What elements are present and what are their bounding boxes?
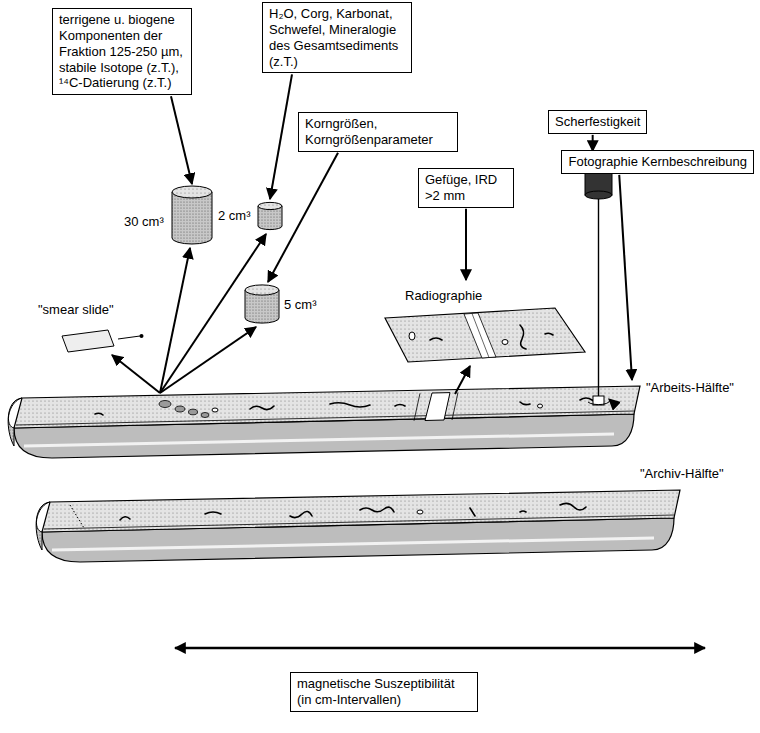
- shear-vane: [585, 154, 612, 405]
- part-label: "Arbeits-Hälfte": [646, 380, 734, 396]
- part-label: "Archiv-Hälfte": [640, 466, 724, 482]
- smear-needle-tip: [140, 334, 144, 338]
- cylinder-body: [172, 192, 212, 244]
- part-label: Radiographie: [405, 288, 482, 304]
- part-label: "smear slide": [38, 302, 114, 318]
- vane-blade: [593, 396, 604, 405]
- leader-arrow: [465, 209, 467, 280]
- slab-strip: [464, 313, 496, 358]
- burrow-trace: [250, 406, 274, 410]
- analysis-box: Korngrößen, Korngrößenparameter: [298, 112, 458, 152]
- vane-rod: [598, 199, 599, 396]
- volume-label: 5 cm³: [284, 297, 317, 313]
- double-arrow: [175, 647, 705, 650]
- core-end-cap: [8, 398, 22, 446]
- sample-arrow: [160, 234, 266, 393]
- pebble: [417, 510, 423, 514]
- vane-rotation: [588, 399, 610, 405]
- smear-needle: [118, 336, 140, 339]
- sample-arrow: [112, 355, 160, 393]
- burrow-trace: [470, 508, 475, 516]
- burrow-trace: [560, 503, 586, 510]
- box-text: Fotographie Kernbeschreibung: [568, 154, 747, 170]
- sample-hole: [175, 406, 185, 412]
- burrow-trace: [360, 507, 394, 512]
- pebble: [538, 404, 543, 408]
- slab-outline: [385, 308, 585, 362]
- leader-arrow: [171, 96, 192, 184]
- box-text: Scherfestigkeit: [555, 114, 640, 130]
- radiograph-slot: [425, 393, 450, 421]
- radiograph-slab: [385, 308, 585, 362]
- box-text: terrigene u. biogene Komponenten der Fra…: [59, 12, 185, 91]
- leader-arrow: [268, 153, 338, 282]
- box-text: magnetische Suszeptibilität (in cm-Inter…: [297, 676, 471, 708]
- measurement-box: magnetische Suszeptibilität (in cm-Inter…: [290, 672, 478, 712]
- cylinder-top: [245, 285, 279, 295]
- burrow-trace: [520, 325, 526, 349]
- sample-arrow: [160, 327, 256, 393]
- analysis-box: Gefüge, IRD >2 mm: [418, 168, 514, 208]
- burrow-trace: [430, 338, 442, 340]
- burrow-trace: [395, 405, 405, 407]
- burrow-trace: [520, 511, 526, 512]
- burrow-trace: [205, 512, 221, 514]
- analysis-box: Scherfestigkeit: [548, 110, 647, 134]
- vane-bottom: [585, 191, 612, 199]
- burrow-trace: [95, 413, 103, 415]
- leader-arrow: [592, 135, 594, 151]
- burrow-trace: [330, 403, 370, 407]
- core-surface: [42, 490, 680, 532]
- burrow-trace: [290, 511, 312, 517]
- analysis-box: terrigene u. biogene Komponenten der Fra…: [52, 8, 192, 95]
- box-text: H₂O, Corg, Karbonat, Schwefel, Mineralog…: [269, 6, 405, 69]
- volume-label: 30 cm³: [124, 214, 164, 230]
- sample-cylinder-5: [245, 285, 279, 323]
- box-text: Gefüge, IRD >2 mm: [425, 172, 507, 204]
- archive-half: [36, 490, 680, 562]
- cylinder-top: [172, 186, 212, 198]
- core-end-cap: [36, 502, 50, 550]
- cylinder-top: [258, 202, 282, 209]
- analysis-box: H₂O, Corg, Karbonat, Schwefel, Mineralog…: [262, 2, 412, 73]
- leader-arrow: [270, 74, 292, 199]
- box-text: Korngrößen, Korngrößenparameter: [305, 116, 451, 148]
- analysis-box: Fotographie Kernbeschreibung: [561, 150, 754, 174]
- core-shell-highlight: [24, 434, 614, 446]
- working-half: [8, 386, 640, 458]
- ird-clast: [502, 340, 508, 345]
- sample-arrow: [455, 366, 470, 394]
- sample-cylinder-2: [258, 202, 282, 229]
- sample-hole: [189, 409, 198, 415]
- sample-hole: [201, 413, 209, 418]
- pebble: [212, 408, 218, 412]
- ird-clast: [409, 332, 415, 340]
- leader-arrow: [619, 175, 632, 380]
- core-surface: [14, 386, 640, 428]
- burrow-trace: [120, 517, 130, 520]
- volume-label: 2 cm³: [218, 208, 251, 224]
- sample-hole: [159, 401, 171, 408]
- slab-lines: [472, 314, 489, 358]
- sample-cylinder-30: [172, 186, 212, 244]
- burrow-trace: [545, 333, 553, 335]
- radiograph-slot-edge: [414, 392, 458, 420]
- dotted-line: [70, 505, 84, 528]
- core-rim: [16, 411, 634, 425]
- core-shell-highlight: [52, 538, 654, 550]
- smear-slide: [62, 330, 114, 352]
- burrow-trace: [520, 402, 530, 405]
- core-rim: [44, 515, 674, 529]
